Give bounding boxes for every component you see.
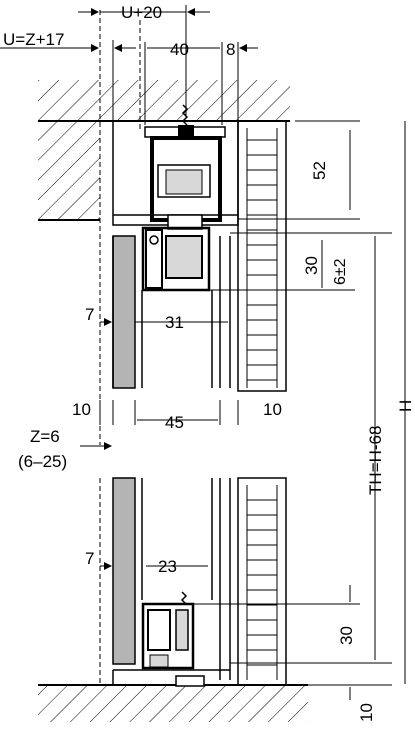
label-width-7-bottom: 7	[85, 549, 94, 568]
label-height-52: 52	[310, 161, 329, 180]
center-lines	[99, 10, 141, 685]
label-width-23: 23	[158, 557, 177, 576]
label-width-10-right: 10	[263, 400, 282, 419]
label-width-31: 31	[165, 313, 184, 332]
trolley-top	[150, 104, 222, 230]
door-panel-bottom	[112, 477, 287, 686]
label-width-10-left: 10	[72, 400, 91, 419]
label-z-6: Z=6	[30, 427, 60, 446]
label-th: TH=H-68	[366, 426, 385, 495]
label-z-range: (6–25)	[18, 452, 67, 471]
side-panel-top	[246, 128, 278, 388]
label-height-30-top: 30	[302, 256, 321, 275]
side-panel-bottom	[246, 485, 278, 680]
label-width-8: 8	[226, 40, 235, 59]
ceiling	[38, 80, 290, 221]
door-panel-top	[112, 235, 231, 389]
hanger-block	[141, 226, 211, 292]
label-width-45: 45	[165, 413, 184, 432]
label-width-40: 40	[170, 40, 189, 59]
label-height-30-bottom: 30	[337, 626, 356, 645]
label-height-10-bottom: 10	[357, 703, 376, 722]
label-tolerance-6: 6±2	[332, 258, 349, 285]
label-u-equals-z-plus-17: U=Z+17	[3, 30, 64, 49]
label-h: H	[396, 400, 415, 412]
label-u-plus-20: U+20	[121, 3, 162, 22]
bottom-guide	[112, 591, 230, 687]
floor	[38, 684, 308, 722]
dimension-lines	[0, 5, 406, 700]
label-width-7-top: 7	[85, 305, 94, 324]
